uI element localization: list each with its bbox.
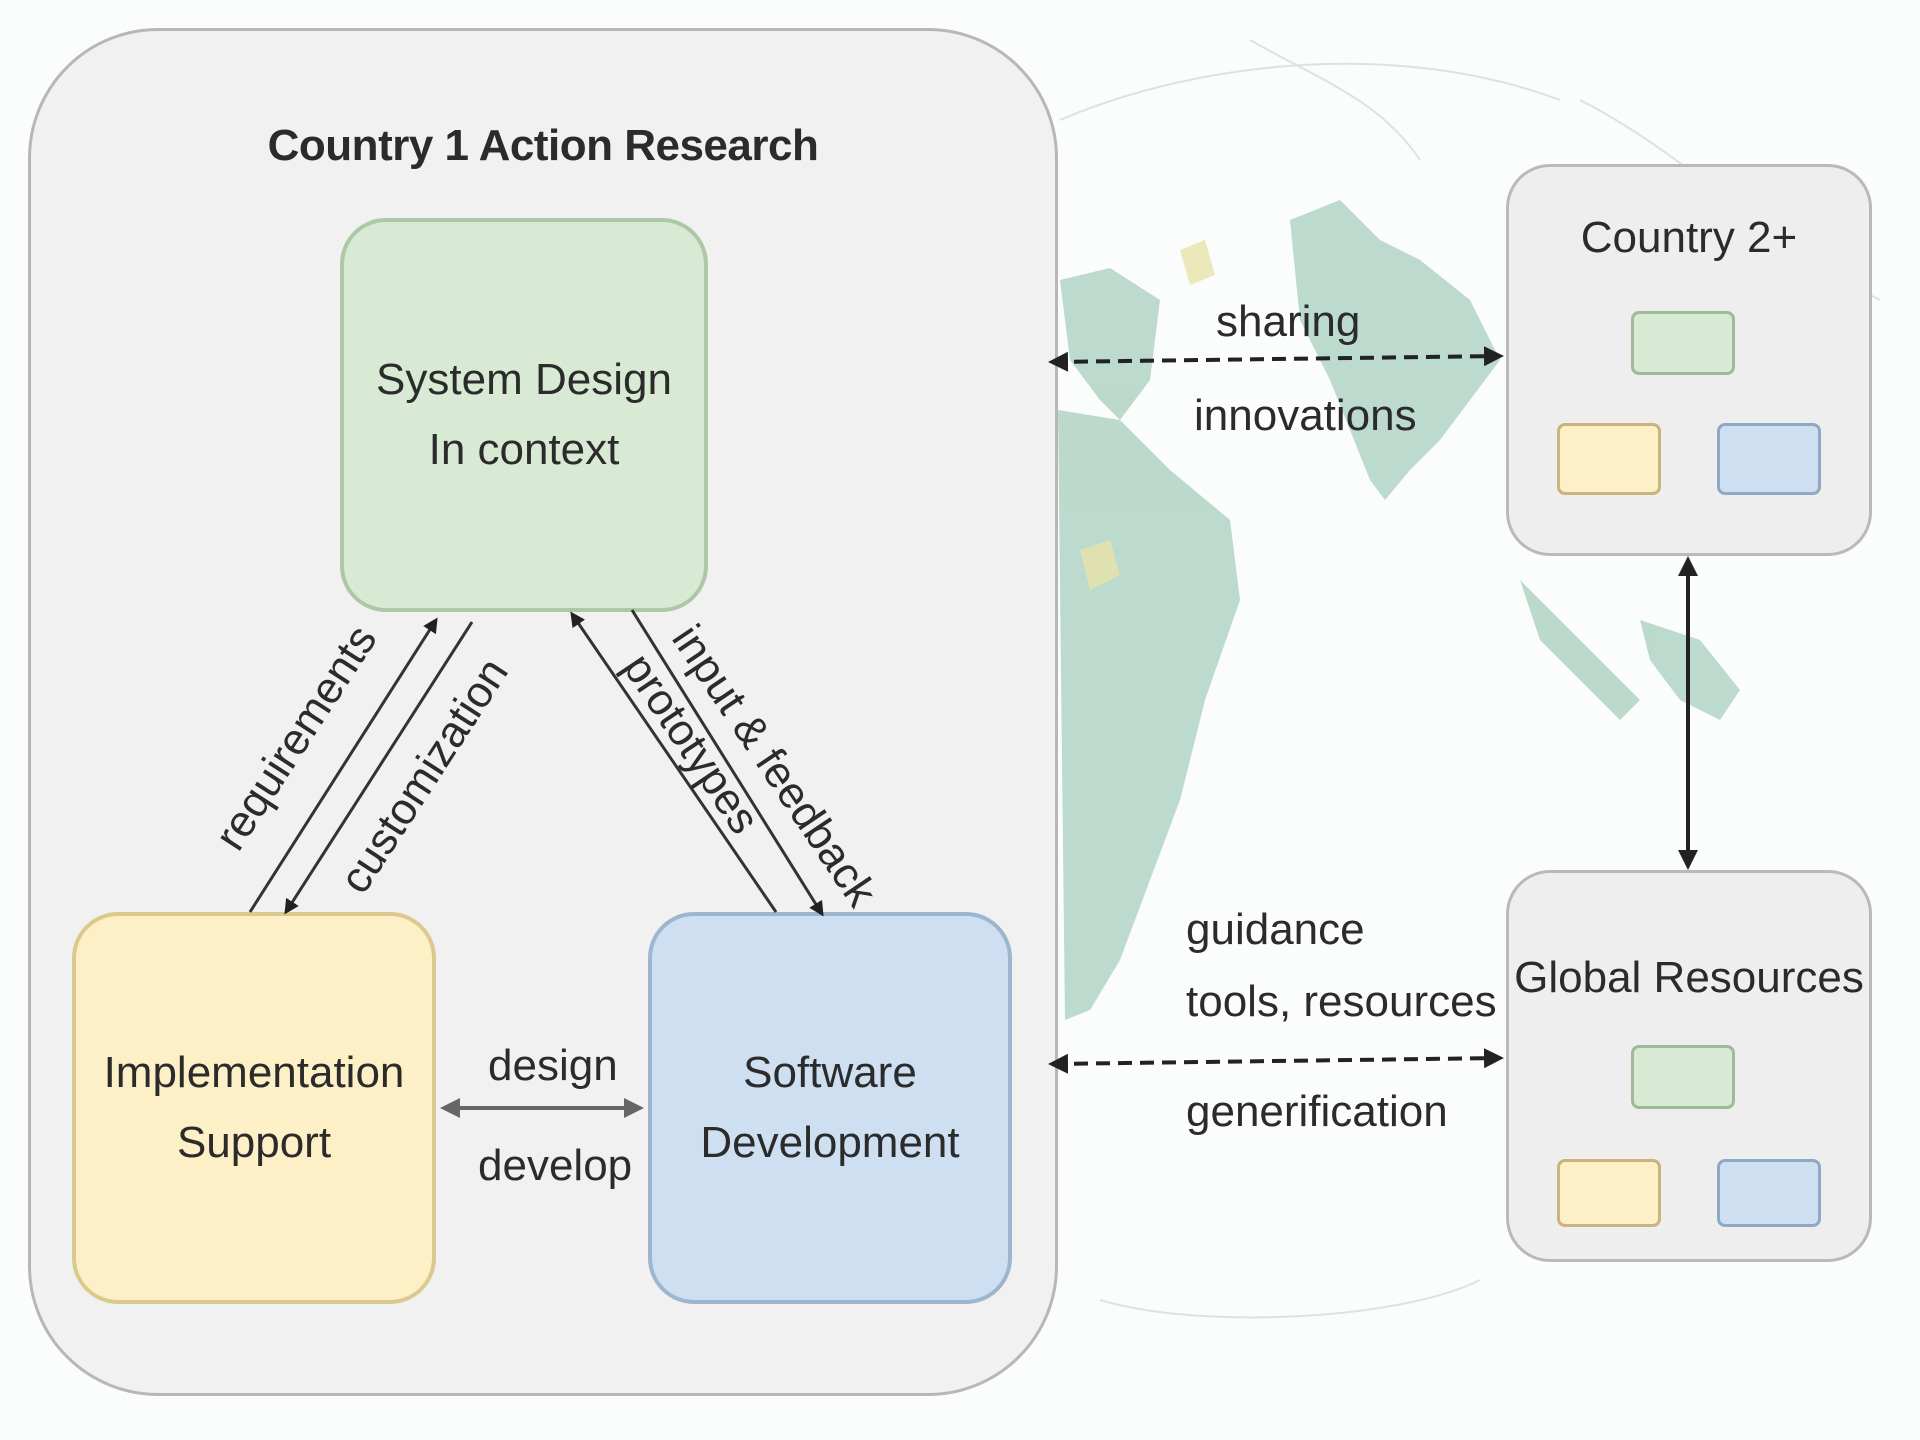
system-design-node: System Design In context xyxy=(340,218,708,612)
country2-sw-swatch xyxy=(1717,423,1821,495)
global-design-swatch xyxy=(1631,1045,1735,1109)
country2-design-swatch xyxy=(1631,311,1735,375)
map-region-sea-2 xyxy=(1640,620,1740,720)
country2-impl-swatch xyxy=(1557,423,1661,495)
implementation-line2: Support xyxy=(176,1118,332,1167)
tools-resources-label: tools, resources xyxy=(1186,977,1497,1026)
system-design-line2: In context xyxy=(428,425,620,474)
global-resources-title: Global Resources xyxy=(1514,953,1864,1002)
map-highlight-2 xyxy=(1080,540,1120,590)
map-region-arabia xyxy=(1060,268,1160,420)
design-label: design xyxy=(488,1041,618,1090)
country1-title: Country 1 Action Research xyxy=(267,121,819,170)
software-line2: Development xyxy=(700,1118,960,1167)
map-region-sea-1 xyxy=(1520,580,1640,720)
map-region-india xyxy=(1290,200,1500,500)
map-outline-3 xyxy=(1099,1279,1481,1319)
guidance-label: guidance xyxy=(1186,905,1365,954)
generification-label: generification xyxy=(1186,1087,1448,1136)
sharing-label: sharing xyxy=(1216,297,1361,346)
map-outline-1 xyxy=(1059,62,1561,121)
innovations-label: innovations xyxy=(1194,391,1417,440)
country2-title: Country 2+ xyxy=(1580,213,1798,262)
country2-box: Country 2+ xyxy=(1506,164,1872,556)
system-design-line1: System Design xyxy=(376,355,672,404)
map-outline-2 xyxy=(1249,39,1421,161)
map-highlight-1 xyxy=(1180,240,1215,285)
develop-label: develop xyxy=(478,1141,633,1190)
global-impl-swatch xyxy=(1557,1159,1661,1227)
implementation-line1: Implementation xyxy=(103,1048,405,1097)
implementation-support-node: Implementation Support xyxy=(72,912,436,1304)
global-resources-box: Global Resources xyxy=(1506,870,1872,1262)
software-line1: Software xyxy=(743,1048,917,1097)
software-development-node: Software Development xyxy=(648,912,1012,1304)
global-sw-swatch xyxy=(1717,1159,1821,1227)
